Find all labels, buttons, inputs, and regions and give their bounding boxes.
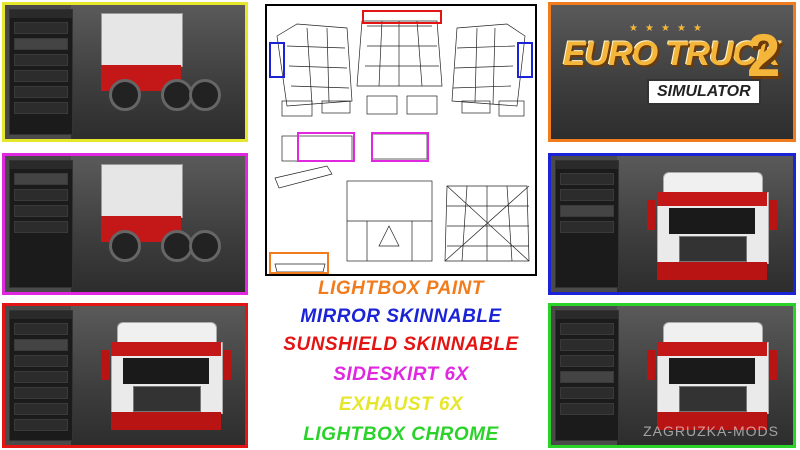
feature-sideskirt: SIDESKIRT 6X — [333, 364, 469, 385]
garage-background — [71, 5, 245, 139]
exhaust-screenshot-panel — [2, 2, 248, 142]
garage-background — [551, 5, 793, 139]
mirror-highlight-box-left — [269, 42, 285, 78]
truck-front-view — [647, 172, 777, 282]
garage-background — [617, 306, 793, 445]
accessory-list-panel — [555, 160, 619, 288]
sideskirt-highlight-box-right — [371, 132, 429, 162]
sunshield-highlight-box — [362, 10, 442, 24]
feature-mirror-skinnable: MIRROR SKINNABLE — [300, 306, 502, 327]
garage-background — [71, 306, 245, 445]
feature-lightbox-paint: LIGHTBOX PAINT — [317, 278, 485, 299]
sideskirt-highlight-box-left — [297, 132, 355, 162]
feature-exhaust: EXHAUST 6X — [338, 394, 464, 415]
wireframe-drawing — [274, 20, 530, 273]
sunshield-screenshot-panel — [2, 303, 248, 448]
euro-truck-simulator-logo: ★★★★★ EURO TRUCK 2 SIMULATOR — [559, 17, 787, 129]
accessory-list-panel — [9, 9, 73, 135]
truck-side-view — [91, 164, 221, 262]
lightbox-chrome-screenshot-panel: ZAGRUZKA-MODS — [548, 303, 796, 448]
accessory-list-panel — [9, 160, 73, 288]
garage-background — [617, 156, 793, 292]
feature-sunshield-skinnable: SUNSHIELD SKINNABLE — [283, 334, 519, 355]
watermark-text: ZAGRUZKA-MODS — [643, 423, 779, 439]
mirror-highlight-box-right — [517, 42, 533, 78]
lightbox-highlight-box — [269, 252, 329, 274]
mirror-screenshot-panel — [548, 153, 796, 295]
truck-front-view — [647, 322, 777, 432]
logo-number: 2 — [747, 22, 781, 89]
truck-front-view — [101, 322, 231, 432]
accessory-list-panel — [9, 310, 73, 441]
garage-background — [71, 156, 245, 292]
accessory-list-panel — [555, 310, 619, 441]
truck-side-view — [91, 13, 221, 111]
logo-screenshot-panel: ★★★★★ EURO TRUCK 2 SIMULATOR — [548, 2, 796, 142]
logo-title: EURO TRUCK — [563, 35, 781, 73]
skin-template-wireframe — [265, 4, 537, 276]
feature-lightbox-chrome: LIGHTBOX CHROME — [303, 424, 499, 445]
sideskirt-screenshot-panel — [2, 153, 248, 295]
logo-subtitle: SIMULATOR — [647, 79, 761, 105]
